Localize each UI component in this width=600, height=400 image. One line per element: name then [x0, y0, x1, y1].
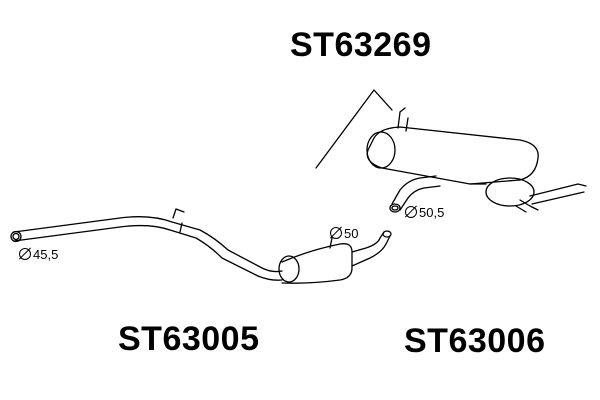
diameter-label-rear-silencer: 50,5	[405, 206, 444, 219]
diameter-symbol-icon	[330, 227, 342, 239]
diameter-label-front-pipe: 45,5	[19, 248, 58, 261]
part-number-front-pipe: ST63005	[118, 320, 260, 358]
rear-silencer-drawing	[366, 107, 587, 213]
diameter-value: 50,5	[419, 205, 445, 220]
diameter-symbol-icon	[405, 206, 417, 218]
part-number-rear-silencer: ST63269	[290, 26, 432, 64]
front-pipe-drawing	[10, 208, 283, 281]
middle-silencer-drawing	[278, 230, 392, 284]
diameter-value: 50	[344, 226, 359, 241]
diameter-value: 45,5	[33, 247, 59, 262]
leader-line	[315, 89, 393, 169]
diameter-symbol-icon	[19, 248, 31, 260]
part-number-middle-silencer: ST63006	[404, 322, 546, 360]
diameter-label-middle-silencer: 50	[330, 227, 358, 240]
